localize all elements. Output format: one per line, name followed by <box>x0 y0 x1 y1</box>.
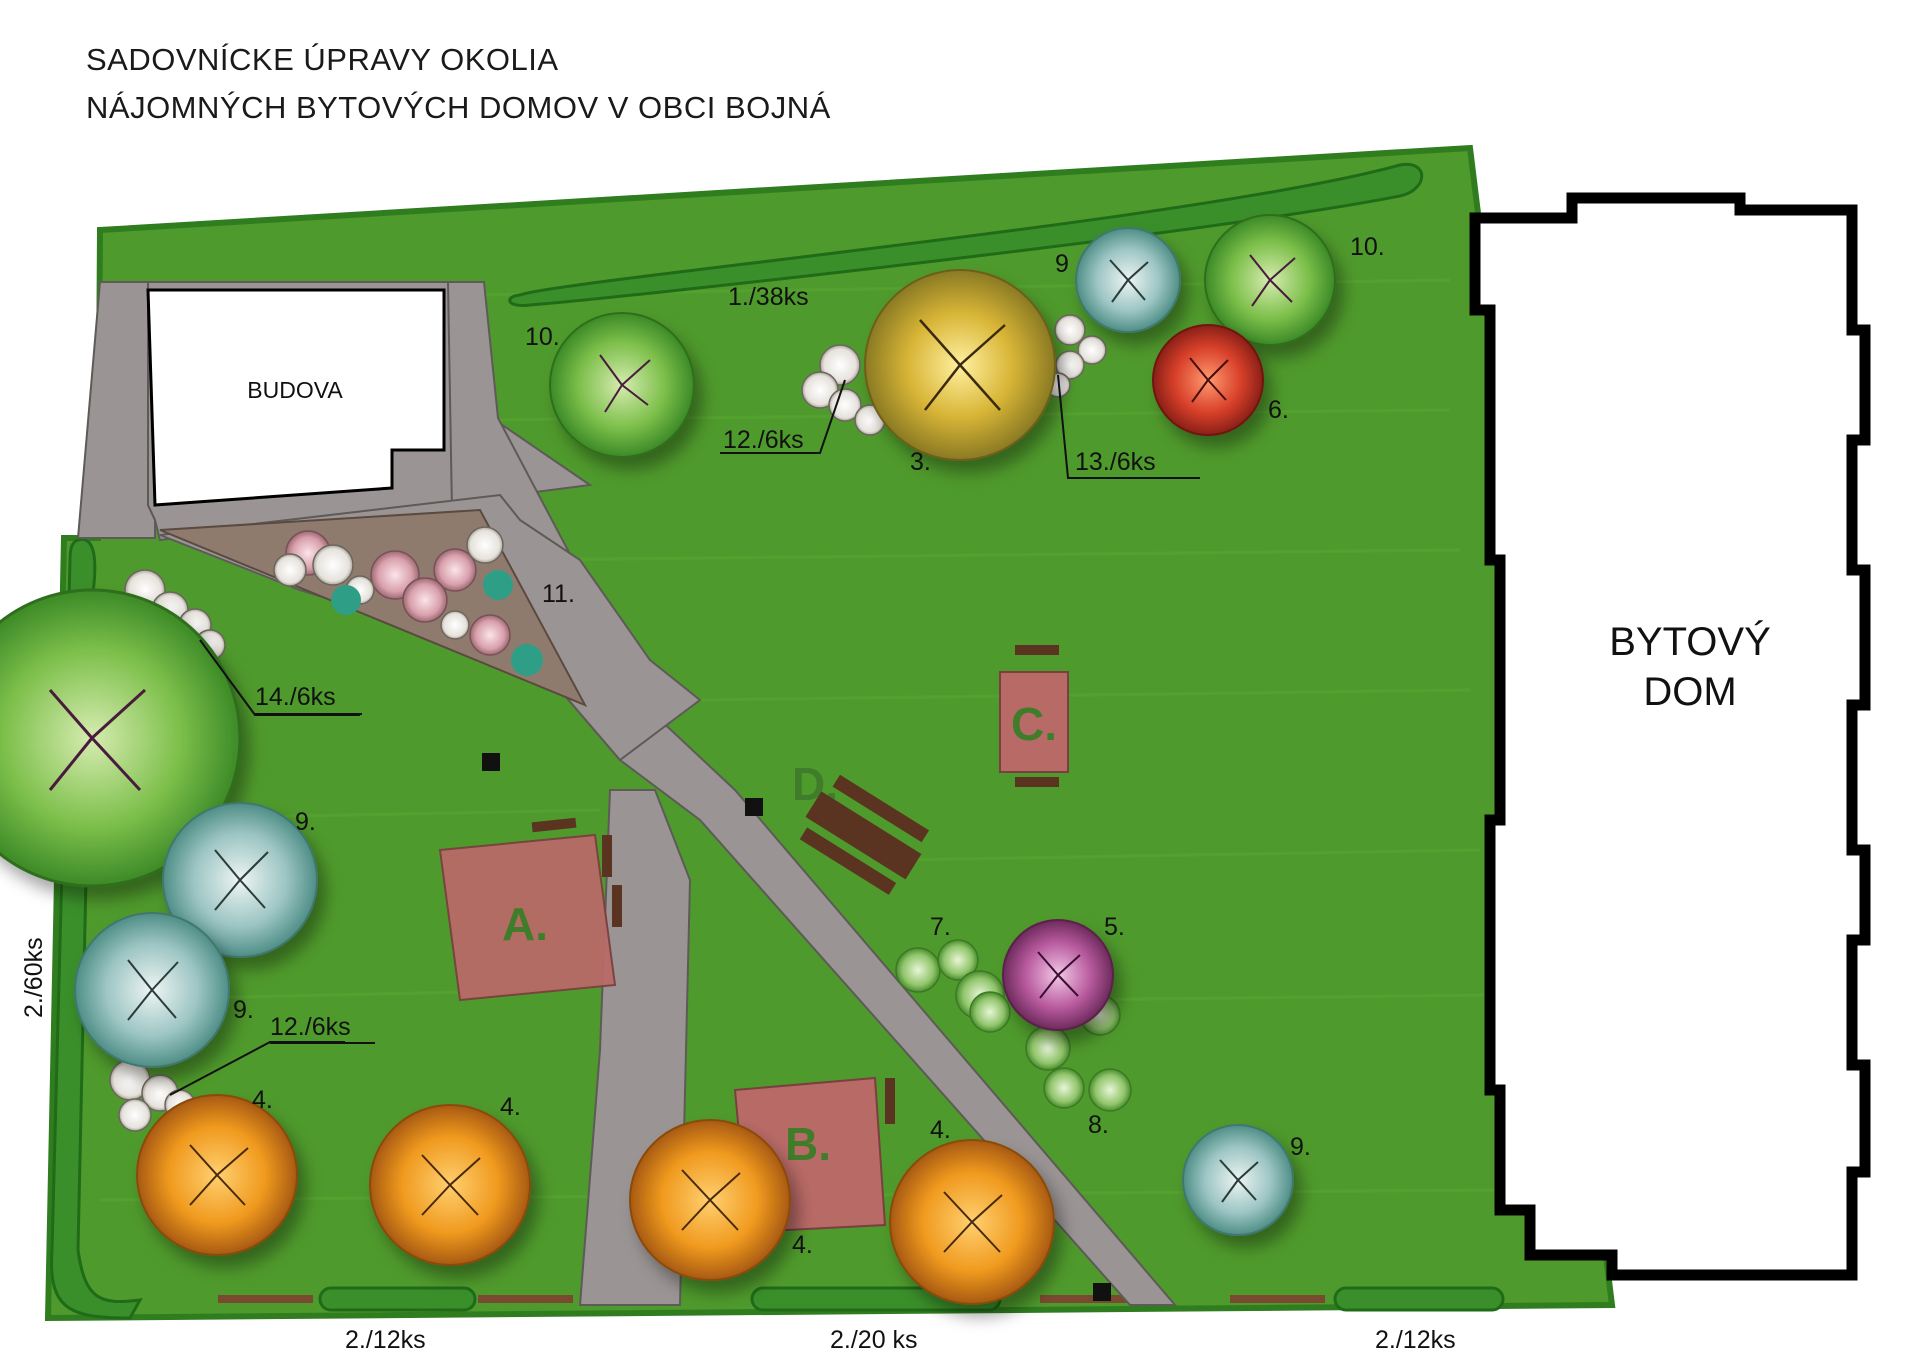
label-12-left: 12./6ks <box>270 1013 351 1041</box>
bin-3 <box>1093 1283 1111 1301</box>
bench-bottom-1 <box>218 1295 313 1303</box>
label-2-12-right: 2./12ks <box>1375 1326 1456 1354</box>
bytovy-dom-label-2: DOM <box>1643 670 1736 714</box>
label-1: 1./38ks <box>728 283 809 311</box>
label-4-a: 4. <box>252 1086 273 1114</box>
tree-10-right <box>1204 214 1336 346</box>
label-12-top: 12./6ks <box>723 426 804 454</box>
label-3: 3. <box>910 448 931 476</box>
label-14: 14./6ks <box>255 683 336 711</box>
bench-a-2 <box>602 835 612 877</box>
label-9-top: 9 <box>1055 250 1069 278</box>
label-4-b: 4. <box>500 1093 521 1121</box>
picnic-table-d <box>799 774 930 895</box>
label-5: 5. <box>1104 913 1125 941</box>
budova-label: BUDOVA <box>247 377 343 403</box>
label-10-left: 10. <box>525 323 560 351</box>
shrubs-7-8 <box>895 939 1132 1112</box>
title-line-2: NÁJOMNÝCH BYTOVÝCH DOMOV V OBCI BOJNÁ <box>86 90 831 125</box>
tree-5 <box>1002 919 1114 1031</box>
label-6: 6. <box>1268 396 1289 424</box>
label-13: 13./6ks <box>1075 448 1156 476</box>
label-9-right: 9. <box>1290 1133 1311 1161</box>
flower-bed-plants <box>273 526 543 676</box>
label-9-left-2: 9. <box>233 996 254 1024</box>
zone-c-label: C. <box>1011 698 1057 750</box>
bench-a-3 <box>612 885 622 927</box>
label-2-12-left: 2./12ks <box>345 1326 426 1354</box>
bench-bottom-3 <box>1040 1295 1135 1303</box>
tree-9-left-2 <box>74 912 230 1068</box>
tree-6 <box>1152 324 1264 436</box>
label-4-c: 4. <box>930 1116 951 1144</box>
label-8: 8. <box>1088 1111 1109 1139</box>
bin-1 <box>482 753 500 771</box>
label-2-60: 2./60ks <box>20 937 48 1018</box>
tree-9-left-1 <box>162 802 318 958</box>
bench-c-1 <box>1015 645 1059 655</box>
bytovy-dom-label-1: BYTOVÝ <box>1609 619 1771 664</box>
hedge-bottom-3 <box>1333 1286 1505 1312</box>
label-4-d: 4. <box>792 1231 813 1259</box>
tree-9-right <box>1182 1124 1294 1236</box>
bench-bottom-4 <box>1230 1295 1325 1303</box>
tree-4-4 <box>889 1139 1055 1305</box>
bench-a-1 <box>531 817 577 833</box>
hedge-bottom-1 <box>318 1286 477 1312</box>
zone-a <box>438 833 617 1002</box>
budova-outline <box>146 288 446 507</box>
bench-bottom-2 <box>478 1295 573 1303</box>
tree-3 <box>864 269 1056 461</box>
tree-4-2 <box>369 1104 531 1266</box>
bench-b <box>885 1078 895 1124</box>
label-2-20: 2./20 ks <box>830 1326 918 1354</box>
tree-9-top <box>1075 227 1181 333</box>
label-11: 11. <box>542 580 575 608</box>
tree-14-large <box>0 588 242 888</box>
zone-c <box>999 671 1069 773</box>
hedge-top <box>508 162 1424 307</box>
zone-a-label: A. <box>502 898 548 950</box>
label-7: 7. <box>930 913 951 941</box>
bytovy-dom-outline <box>1469 192 1871 1281</box>
tree-4-3 <box>629 1119 791 1281</box>
title-line-1: SADOVNÍCKE ÚPRAVY OKOLIA <box>86 42 559 77</box>
bin-2 <box>745 798 763 816</box>
tree-10-left <box>549 312 695 458</box>
tree-4-1 <box>136 1094 298 1256</box>
label-9-left-1: 9. <box>295 808 316 836</box>
bench-c-2 <box>1015 777 1059 787</box>
label-10-right: 10. <box>1350 233 1385 261</box>
zone-b-label: B. <box>785 1118 831 1170</box>
label-underlines <box>255 713 375 1044</box>
